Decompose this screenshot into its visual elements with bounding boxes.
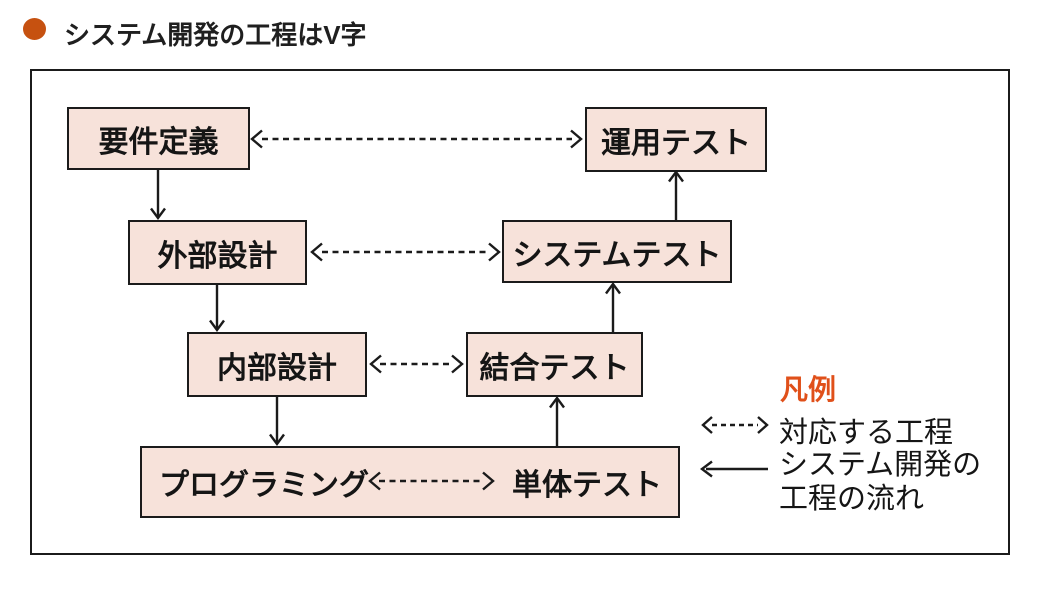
page-title: システム開発の工程はV字: [64, 20, 367, 50]
box-system-test: システムテスト: [502, 220, 732, 283]
legend-flow-label: システム開発の 工程の流れ: [779, 449, 982, 515]
programming-label: プログラミング: [159, 469, 369, 502]
box-integration-test: 結合テスト: [466, 332, 643, 397]
legend-correspondence-label: 対応する工程: [779, 417, 954, 449]
box-requirements: 要件定義: [67, 107, 250, 170]
box-operation-test: 運用テスト: [585, 107, 767, 172]
legend-title: 凡例: [780, 374, 837, 405]
box-external-design: 外部設計: [128, 220, 307, 285]
unit-test-label: 単体テスト: [512, 469, 662, 502]
bullet-icon: [23, 18, 46, 40]
box-programming-unit-test: プログラミング 単体テスト: [140, 446, 680, 518]
box-internal-design: 内部設計: [187, 332, 367, 397]
